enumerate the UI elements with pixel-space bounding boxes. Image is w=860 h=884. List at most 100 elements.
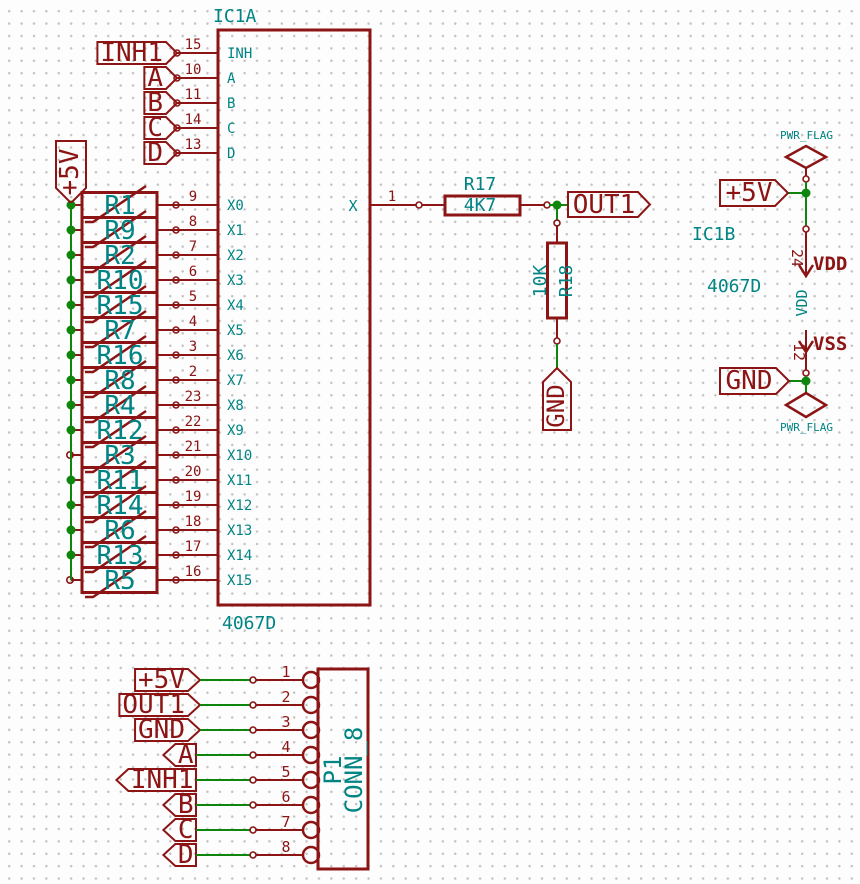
pin-name: X6	[227, 348, 244, 364]
connector-p1[interactable]: P1 CONN_8	[316, 667, 370, 871]
label-outline[interactable]	[114, 768, 197, 792]
label-outline[interactable]	[134, 668, 202, 692]
r17-resistor[interactable]: R17 4K7	[422, 174, 551, 217]
label-text[interactable]: D	[178, 840, 194, 870]
pin-name: X14	[227, 548, 252, 564]
label-text[interactable]: GND	[138, 715, 185, 745]
label-outline[interactable]	[143, 116, 179, 140]
label-text[interactable]: C	[178, 815, 194, 845]
pin-end-circle	[172, 551, 180, 559]
pin-end-circle	[172, 401, 180, 409]
gnd-right-label[interactable]: GND	[726, 366, 773, 396]
resistor-slash	[85, 334, 147, 374]
pin-name: X15	[227, 573, 252, 589]
pin-name: C	[227, 121, 235, 137]
label-outline[interactable]	[96, 41, 179, 65]
label-text[interactable]: A	[147, 63, 163, 93]
resistor-slash	[85, 484, 147, 524]
pin-number: 10	[185, 62, 202, 78]
label-outline[interactable]	[161, 743, 197, 767]
plus5v-right-label[interactable]: +5V	[726, 178, 773, 208]
out1-label[interactable]: OUT1	[567, 190, 652, 220]
output-wire[interactable]	[549, 200, 568, 227]
resistor-slash	[85, 534, 147, 574]
label-outline[interactable]	[161, 843, 197, 867]
connector-pad-circle	[301, 820, 321, 840]
label-outline[interactable]	[118, 693, 202, 717]
label-outline[interactable]	[134, 718, 202, 742]
pin-number: 4	[189, 314, 197, 330]
pin-number: 2	[189, 364, 197, 380]
label-text[interactable]: INH1	[100, 38, 163, 68]
label-outline[interactable]	[143, 66, 179, 90]
r17-body[interactable]	[443, 194, 522, 217]
label-text[interactable]: INH1	[131, 765, 194, 795]
pin-number: 8	[281, 838, 290, 856]
pwr-flag-bottom-diamond[interactable]	[783, 391, 829, 419]
gnd-label-text[interactable]: GND	[542, 384, 570, 427]
r18-resistor[interactable]: 10K R18	[530, 225, 577, 345]
vss-symbol-text: VSS	[813, 333, 847, 355]
resistor-slash	[85, 509, 147, 549]
connector-body[interactable]	[316, 667, 370, 871]
plus5v-right-label-outline[interactable]	[719, 179, 790, 207]
power-unit[interactable]: PWR_FLAG +5V IC1B 4067D 24 VDD VDD 12 VS…	[692, 129, 847, 434]
pin-number: 6	[281, 788, 290, 806]
pin-name: D	[227, 146, 235, 162]
out1-label-text[interactable]: OUT1	[573, 190, 636, 220]
label-outline[interactable]	[161, 793, 197, 817]
gnd-label-outline[interactable]	[542, 366, 572, 431]
label-text[interactable]: B	[147, 88, 163, 118]
ic1a-body[interactable]	[216, 28, 372, 607]
label-text[interactable]: D	[147, 138, 163, 168]
r18-ref: R18	[556, 265, 577, 298]
plus5v-rail-label[interactable]: +5V	[55, 149, 85, 196]
pulldown-gnd[interactable]: GND	[542, 344, 572, 431]
supply-rail[interactable]: +5V	[55, 140, 87, 580]
ic1a-symbol[interactable]: IC1A 4067D X 1	[213, 6, 423, 634]
label-text[interactable]: B	[178, 790, 194, 820]
gnd-right-label-outline[interactable]	[719, 367, 791, 395]
pin-name: X10	[227, 448, 252, 464]
pin-number: 3	[189, 339, 197, 355]
pin-name: X4	[227, 298, 244, 314]
out1-label-outline[interactable]	[567, 191, 652, 218]
label-outline[interactable]	[143, 91, 179, 115]
resistor-slash	[85, 409, 147, 449]
pin-end-circle	[415, 201, 423, 209]
label-text[interactable]: A	[178, 740, 194, 770]
label-text[interactable]: OUT1	[122, 690, 185, 720]
connector-pad-circle	[301, 720, 321, 740]
pin-number: 18	[185, 514, 202, 530]
junction-dot	[801, 188, 811, 198]
ic1a-pin-x-number: 1	[388, 189, 396, 205]
label-text[interactable]: +5V	[138, 665, 185, 695]
r17-ref: R17	[464, 174, 497, 195]
r17-value: 4K7	[464, 195, 497, 216]
resistor-ref: R5	[104, 566, 135, 596]
plus5v-rail-label-outline[interactable]	[55, 140, 87, 205]
label-text[interactable]: C	[147, 113, 163, 143]
label-outline[interactable]	[143, 141, 179, 165]
pin-name: X8	[227, 398, 244, 414]
pwr-flag-top-diamond[interactable]	[783, 144, 829, 170]
pin-number: 23	[185, 389, 202, 405]
label-outline[interactable]	[161, 818, 197, 842]
connector-pad-circle	[301, 770, 321, 790]
pin-name: X0	[227, 198, 244, 214]
